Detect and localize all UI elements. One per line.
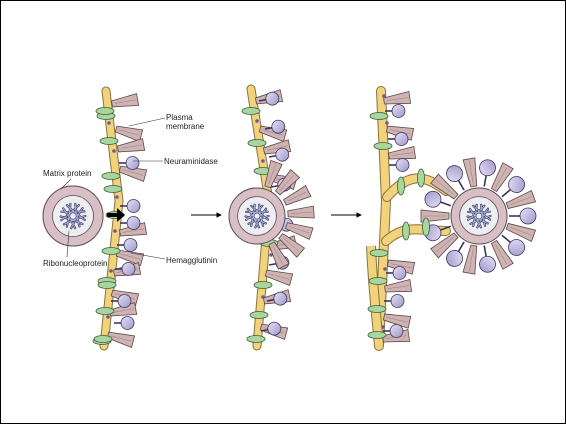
membrane-dot bbox=[113, 229, 117, 233]
hemagglutinin-spike bbox=[288, 206, 315, 220]
ribonucleoprotein-core bbox=[53, 196, 94, 237]
matrix-protein-disc bbox=[247, 336, 265, 343]
matrix-protein-disc bbox=[374, 143, 392, 150]
matrix-protein-disc bbox=[398, 177, 405, 195]
matrix-protein-disc bbox=[96, 108, 114, 115]
label-plasma-membrane: Plasma membrane bbox=[166, 113, 226, 131]
hemagglutinin-spike bbox=[384, 279, 411, 295]
membrane-dot bbox=[261, 159, 265, 163]
membrane-dot bbox=[382, 94, 386, 98]
neuraminidase-head bbox=[388, 133, 408, 146]
hemagglutinin-spike bbox=[114, 123, 142, 141]
matrix-protein-disc bbox=[368, 306, 386, 313]
membrane-dot bbox=[112, 149, 116, 153]
matrix-protein-disc bbox=[370, 250, 388, 257]
hemagglutinin-spike bbox=[463, 158, 480, 188]
membrane-dot bbox=[255, 119, 259, 123]
label-neuraminidase: Neuraminidase bbox=[164, 157, 218, 166]
membrane-dot bbox=[115, 195, 119, 199]
neuraminidase-head bbox=[386, 267, 406, 280]
matrix-protein-disc bbox=[96, 308, 114, 315]
matrix-protein-disc bbox=[250, 312, 268, 319]
membrane-dot bbox=[107, 121, 111, 125]
matrix-protein-disc bbox=[423, 218, 430, 236]
neuraminidase-head bbox=[117, 239, 137, 252]
neuraminidase-head bbox=[389, 159, 409, 172]
label-ribonucleoprotein: Ribonucleoprotein bbox=[43, 259, 108, 268]
matrix-protein-disc bbox=[368, 332, 386, 339]
neuraminidase-head bbox=[120, 217, 140, 230]
matrix-protein-disc bbox=[369, 278, 387, 285]
matrix-protein-disc bbox=[98, 282, 116, 289]
membrane-dot bbox=[106, 315, 110, 319]
membrane-dot bbox=[385, 121, 389, 125]
stage-3-virion-release bbox=[368, 91, 536, 346]
matrix-protein-disc bbox=[403, 222, 410, 240]
membrane-dot bbox=[109, 269, 113, 273]
virus-capsid bbox=[451, 188, 507, 244]
matrix-protein-disc bbox=[418, 169, 425, 187]
matrix-protein-disc bbox=[242, 108, 260, 115]
leader-plasma-membrane bbox=[129, 118, 165, 126]
hemagglutinin-spike bbox=[111, 94, 139, 110]
ribonucleoprotein-core bbox=[238, 197, 277, 236]
matrix-protein-disc bbox=[104, 186, 122, 193]
label-hemagglutinin: Hemagglutinin bbox=[166, 256, 217, 265]
virus-capsid bbox=[229, 188, 285, 244]
matrix-protein-disc bbox=[370, 113, 388, 120]
neuraminidase-head bbox=[509, 208, 536, 224]
matrix-protein-disc bbox=[100, 138, 118, 145]
stage-2-budding bbox=[229, 89, 314, 346]
hemagglutinin-spike bbox=[117, 139, 145, 155]
neuraminidase-head bbox=[384, 295, 404, 308]
matrix-protein-disc bbox=[94, 336, 112, 343]
stage-1-membrane bbox=[43, 91, 165, 348]
matrix-protein-disc bbox=[102, 248, 120, 255]
virus-capsid bbox=[43, 186, 103, 246]
matrix-protein-disc bbox=[248, 140, 266, 147]
membrane-dot bbox=[383, 267, 387, 271]
matrix-protein-disc bbox=[254, 282, 272, 289]
membrane-dot bbox=[261, 295, 265, 299]
label-matrix-protein: Matrix protein bbox=[43, 169, 91, 178]
ribonucleoprotein-core bbox=[460, 197, 499, 236]
neuraminidase-head bbox=[114, 317, 134, 330]
hemagglutinin-spike bbox=[285, 220, 313, 239]
membrane-dot bbox=[381, 325, 385, 329]
hemagglutinin-spike bbox=[463, 245, 480, 275]
matrix-protein-disc bbox=[102, 173, 120, 180]
